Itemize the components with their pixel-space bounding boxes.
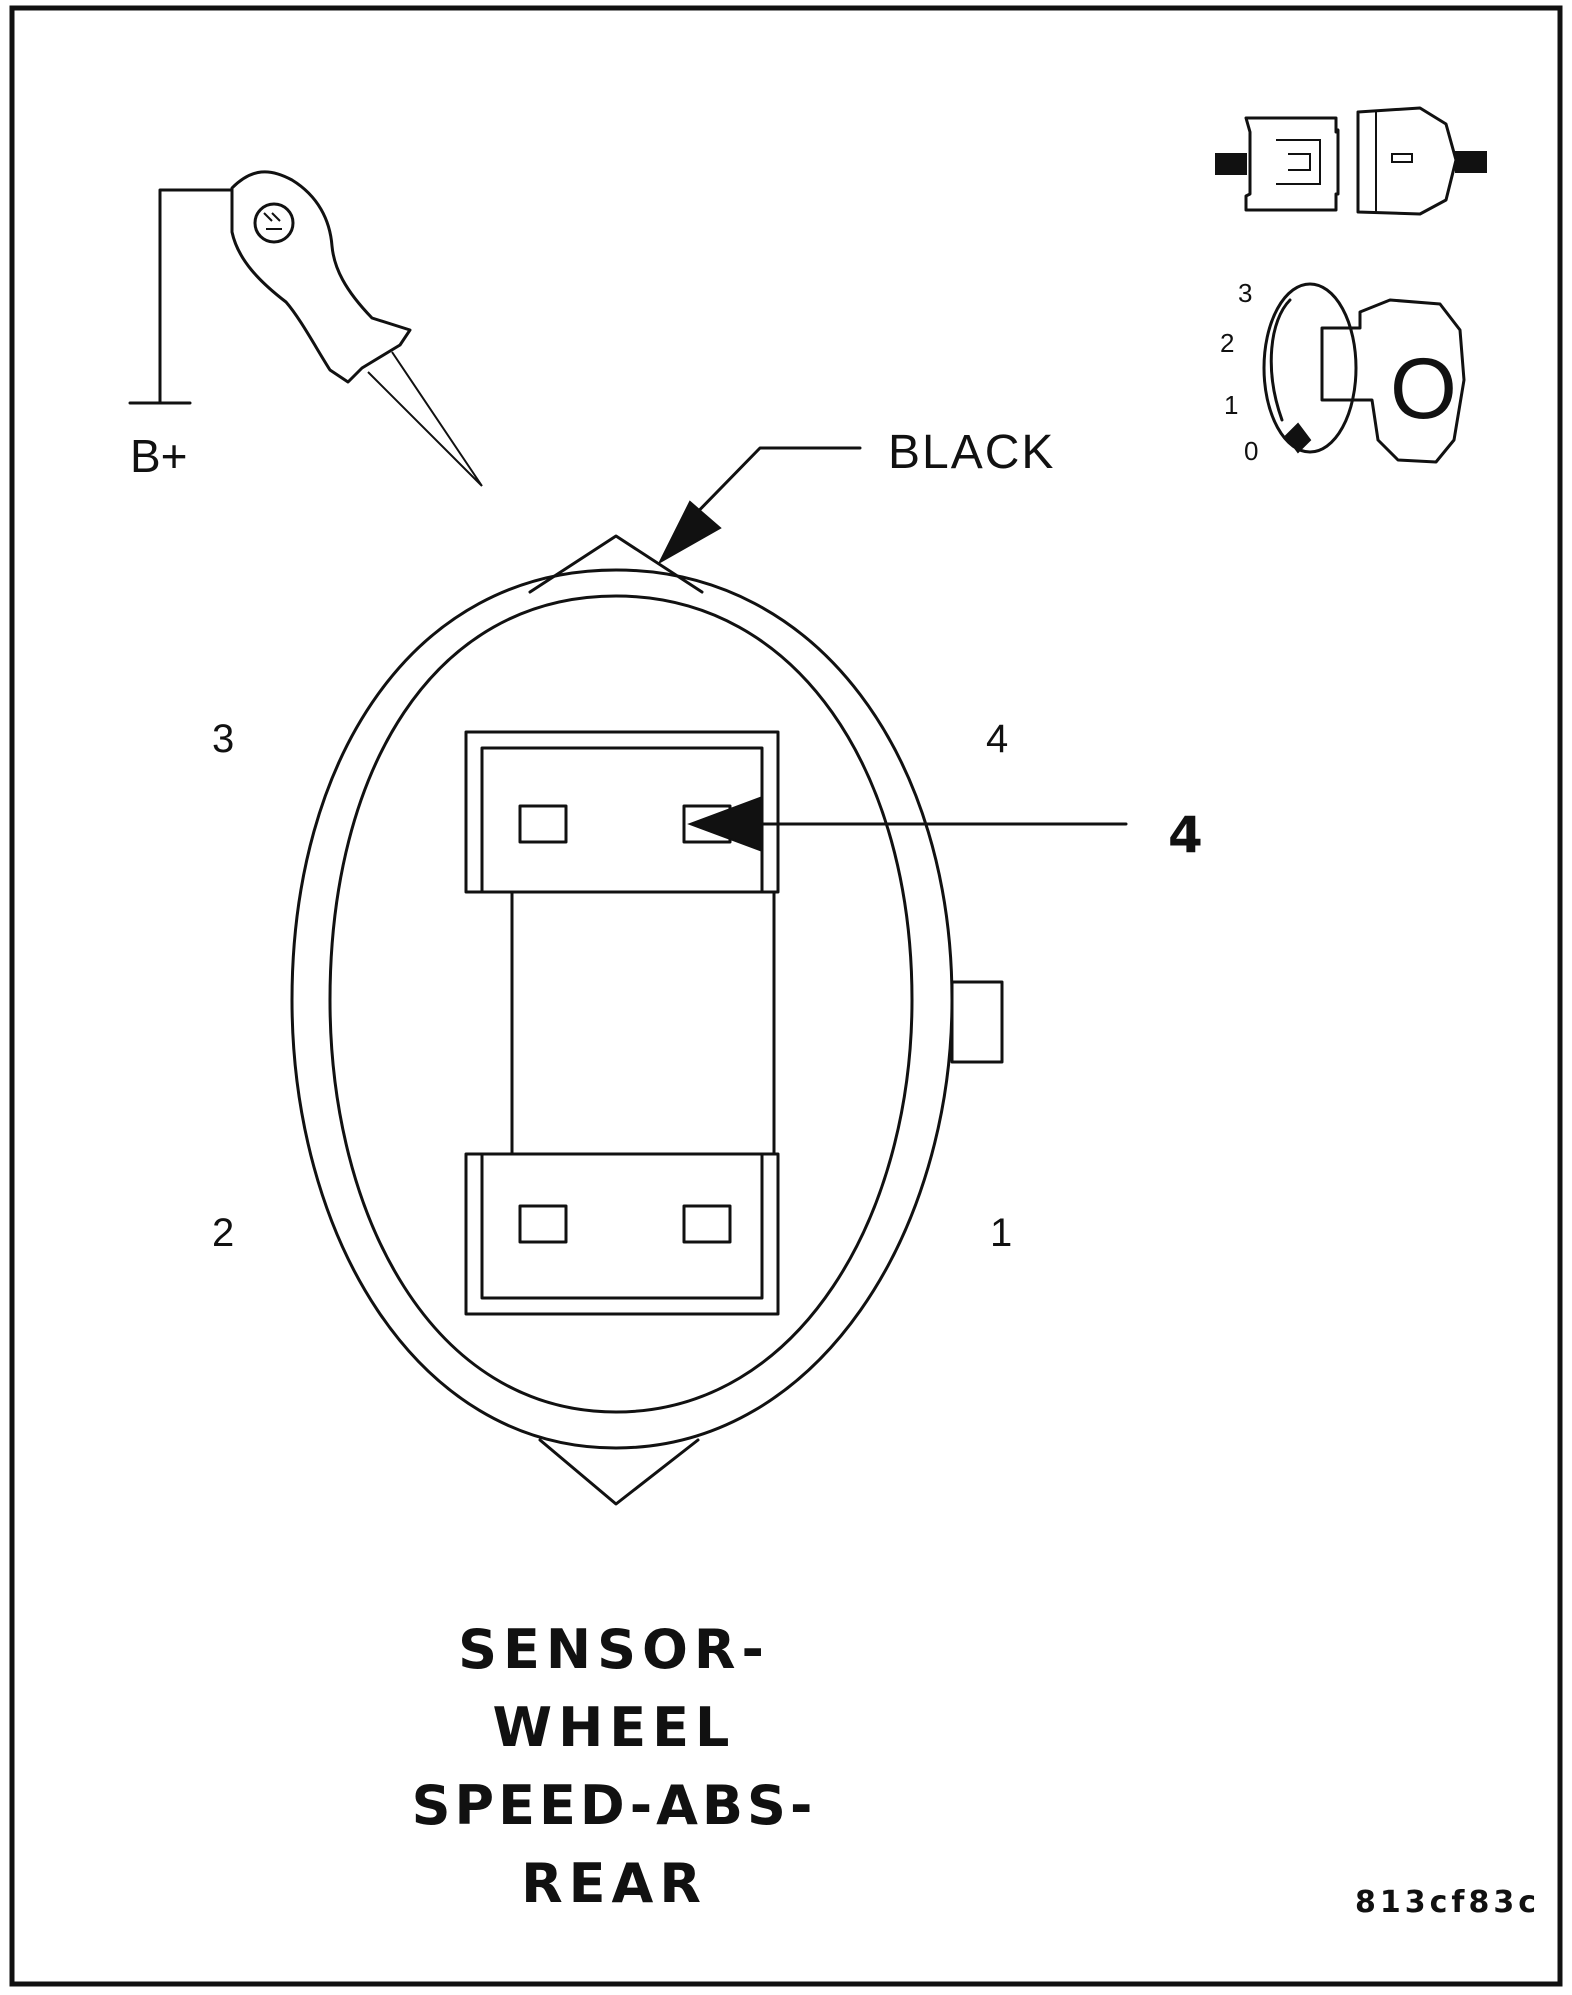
pin-number-2: 2: [212, 1211, 234, 1255]
ignition-position-1: 1: [1224, 390, 1238, 420]
probe-screw-slot-icon: [263, 212, 282, 230]
connector-socket-slot-icon: [1391, 153, 1413, 163]
probe-lead-wire: [158, 188, 234, 405]
terminal-bridge: [510, 890, 776, 1156]
terminal-block-bottom-inner: [480, 1152, 764, 1300]
callout-leader-line: [678, 446, 862, 532]
caption-line-2: WHEEL: [493, 1696, 736, 1759]
ignition-switch-icon: O 3 2 1 0: [1220, 278, 1466, 466]
component-caption: SENSOR- WHEEL SPEED-ABS- REAR: [412, 1618, 817, 1915]
wire-color-label: BLACK: [888, 426, 1055, 479]
connector-outer-shell: [290, 568, 954, 1450]
connector-inner-shell: [328, 594, 914, 1414]
pin-cavity-2: [518, 1204, 568, 1244]
caption-line-1: SENSOR-: [458, 1618, 770, 1681]
connector-plug-icon: [1244, 116, 1340, 212]
connector-lock-tab: [950, 980, 1004, 1064]
harness-wire-right-icon: [1455, 151, 1487, 173]
ignition-key-icon: [1320, 298, 1466, 464]
connector-plug-slot-icon: [1276, 139, 1321, 185]
connector-key-top: [528, 534, 704, 594]
pin-callout-arrowhead: [687, 796, 761, 852]
caption-line-3: SPEED-ABS-: [412, 1774, 817, 1837]
wire-color-callout: BLACK: [657, 426, 1055, 565]
pin-number-4: 4: [986, 717, 1008, 761]
connector-face: 3 4 2 1: [212, 534, 1012, 1506]
probe-handle: [230, 170, 412, 384]
pin-cavity-3: [518, 804, 568, 844]
pin-callout-number: 4: [1168, 806, 1203, 864]
figure-id: 813cf83c: [1355, 1885, 1540, 1920]
caption-line-4: REAR: [521, 1852, 707, 1915]
ignition-cylinder-icon: [1262, 282, 1358, 454]
ignition-position-marker: [1284, 422, 1312, 454]
test-probe: B+: [128, 170, 483, 487]
pin-number-3: 3: [212, 717, 234, 761]
supply-label: B+: [130, 430, 188, 482]
pin-number-1: 1: [990, 1211, 1012, 1255]
callout-arrowhead: [657, 500, 722, 565]
ignition-position-0: 0: [1244, 436, 1258, 466]
probe-screw-icon: [253, 202, 295, 244]
ignition-position-3: 3: [1238, 278, 1252, 308]
ignition-position-2: 2: [1220, 328, 1234, 358]
figure-frame: [9, 5, 1563, 1987]
ignition-rotation-arc: [1269, 298, 1292, 422]
connector-key-bottom: [538, 1438, 700, 1506]
pin-cavity-1: [682, 1204, 732, 1244]
connector-socket-icon: [1356, 106, 1458, 216]
harness-wire-left-icon: [1215, 153, 1247, 175]
probe-needle: [367, 351, 483, 487]
disconnect-connector-icon: [1215, 106, 1487, 216]
ignition-key-bow-icon: O: [1390, 341, 1457, 437]
pin-callout: 4: [687, 796, 1203, 864]
